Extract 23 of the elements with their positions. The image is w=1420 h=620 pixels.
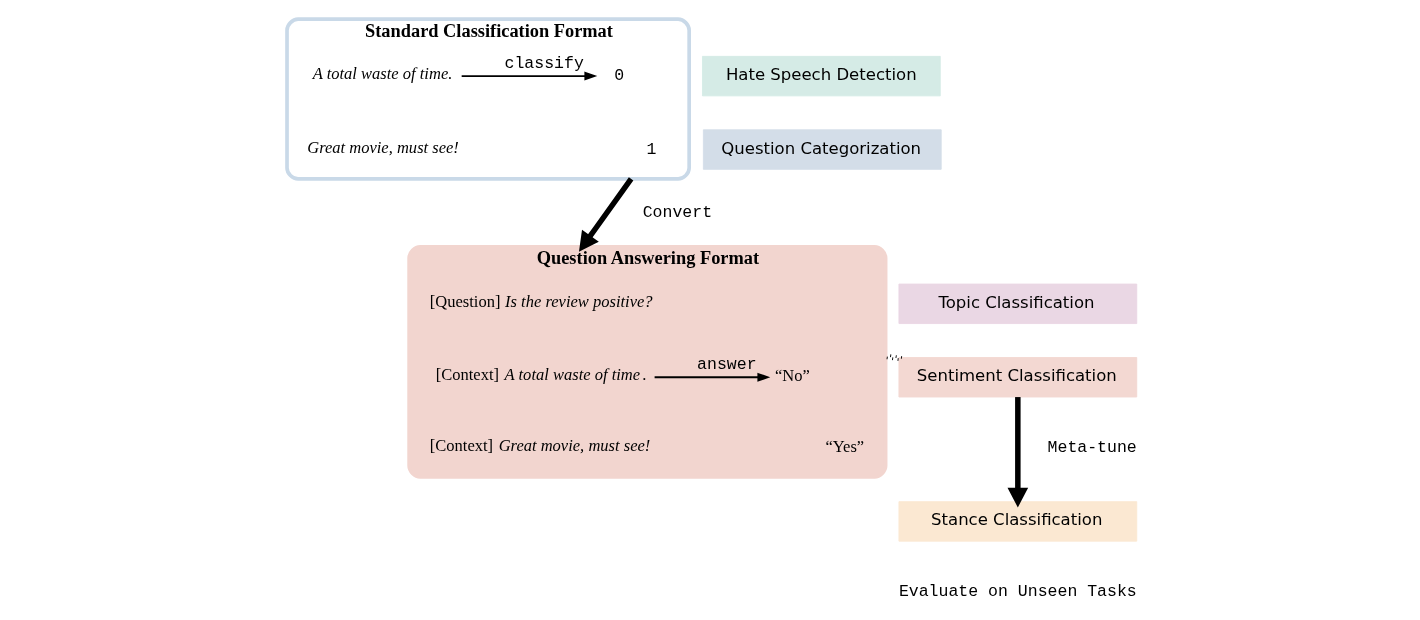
edge-label: answer <box>696 355 757 375</box>
edge-label: Convert <box>642 202 712 222</box>
node-text: A total waste of time. <box>312 64 452 84</box>
node-text: [Context] Great movie, must see! <box>429 435 650 455</box>
node-box: Question Categorization <box>702 129 942 170</box>
node-text: [Question] Is the review positive? <box>429 291 653 311</box>
node-box: Stance Classification <box>898 501 1137 542</box>
node-text: 1 <box>645 139 656 159</box>
node-text: Great movie, must see! <box>306 137 459 157</box>
node-text: “Yes” <box>824 436 864 456</box>
arrow <box>653 372 770 382</box>
arrow <box>578 177 633 252</box>
node-text: [Context] A total waste of time. <box>435 365 646 385</box>
node-text: “No” <box>774 366 810 386</box>
arrow <box>1007 397 1028 508</box>
arrow <box>460 71 597 81</box>
edge-label: Meta-tune <box>1047 437 1137 457</box>
node-box: Sentiment Classification <box>898 357 1137 398</box>
node-box: Topic Classification <box>898 283 1137 324</box>
node-text: 0 <box>613 66 624 86</box>
node-box: Hate Speech Detection <box>701 55 941 97</box>
edge-label: classify <box>503 54 584 74</box>
node-label: Evaluate on Unseen Tasks <box>898 581 1137 601</box>
